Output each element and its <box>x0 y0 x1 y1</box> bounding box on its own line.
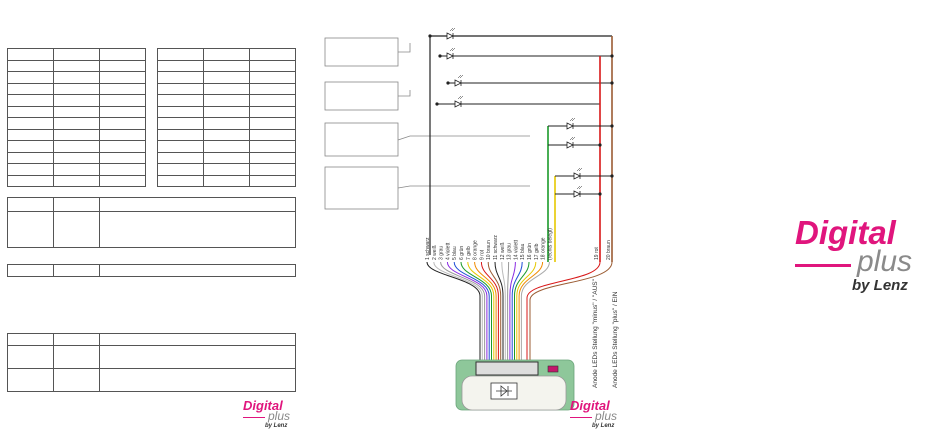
wire-frame <box>428 27 614 262</box>
ribbon-wire <box>511 261 523 362</box>
ribbon-wire-red <box>526 261 601 362</box>
led-icon <box>446 27 456 40</box>
junction-dot <box>446 81 450 85</box>
connection-boxes <box>324 37 530 210</box>
connection-box-1 <box>324 37 399 67</box>
junction-dot <box>435 102 439 106</box>
logo-small-center-by: by Lenz <box>592 423 615 429</box>
wire-label: 16 grün <box>527 243 533 260</box>
ribbon-cable <box>426 261 613 362</box>
logo-small-center-brand: Digital <box>570 398 610 413</box>
logo-large-suffix: plus <box>857 245 913 278</box>
junction-dot <box>598 192 602 196</box>
logo-small-center-suffix: plus <box>595 409 618 423</box>
junction-dot <box>610 81 614 85</box>
wire-label: 12 weiß <box>500 242 506 260</box>
connection-box-4 <box>324 166 399 210</box>
ribbon-wire <box>453 261 490 362</box>
notes-table-c <box>7 333 296 392</box>
junction-dot <box>598 143 602 147</box>
logo-large-by: by Lenz <box>852 277 908 294</box>
wire-label: 2 weiß <box>432 245 438 260</box>
ribbon-wire <box>426 261 481 362</box>
ribbon-wire <box>487 261 502 362</box>
ribbon-wire <box>514 261 530 362</box>
logo-small-left-brand: Digital <box>243 398 283 413</box>
ribbon-wire <box>516 261 537 362</box>
connection-box-3 <box>324 122 399 157</box>
grid-table-top-left <box>7 48 146 187</box>
ribbon-wire <box>509 261 516 362</box>
ribbon-wire <box>501 261 506 362</box>
notes-table-b <box>7 264 296 277</box>
ribbon-wire <box>518 261 544 362</box>
junction-dot <box>428 34 432 38</box>
ribbon-wire <box>480 261 499 362</box>
wire-label-right: 20 braun <box>606 240 612 260</box>
ribbon-wire <box>520 261 550 362</box>
led-icon <box>573 167 583 180</box>
wire-label: 3 grau <box>439 246 445 260</box>
decoder-connector <box>475 361 539 376</box>
wire-label: (rechts belegt) <box>547 228 553 260</box>
ribbon-wire <box>440 261 486 362</box>
note-anode-plus: Anode LEDs Stellung "plus" / EIN <box>612 291 619 388</box>
ribbon-wire <box>446 261 488 362</box>
wire-label: 11 schwarz <box>493 235 499 260</box>
logo-small-left-suffix: plus <box>268 409 291 423</box>
logo-small-left: Digital plus by Lenz <box>243 399 303 431</box>
ribbon-wire <box>474 261 497 362</box>
wire-label: 14 violett <box>513 239 519 260</box>
led-icon <box>566 136 576 149</box>
grid-table-top-right <box>157 48 296 187</box>
led-icon <box>573 185 583 198</box>
wire-label: 10 braun <box>486 240 492 260</box>
notes-table-a <box>7 197 296 248</box>
wire-label: 15 blau <box>520 243 526 260</box>
led-icon <box>454 95 464 108</box>
led-icon <box>454 74 464 87</box>
wire-label: 4 violett <box>445 242 451 260</box>
wire-label: 6 grün <box>459 246 465 260</box>
logo-small-left-by: by Lenz <box>265 423 288 429</box>
led-icon <box>566 117 576 130</box>
wire-label: 13 grau <box>507 243 513 260</box>
ribbon-wire <box>460 261 492 362</box>
note-anode-minus: Anode LEDs Stellung "minus" / "AUS" <box>592 279 599 388</box>
logo-large: Digital plus by Lenz <box>795 215 945 295</box>
logo-small-center: Digital plus by Lenz <box>570 399 630 431</box>
ribbon-wire <box>494 261 504 362</box>
junction-dot <box>610 174 614 178</box>
wire-label: 18 orange <box>541 237 547 260</box>
wire-label: 9 rot <box>479 249 485 260</box>
led-icon <box>446 47 456 60</box>
junction-dot <box>610 54 614 58</box>
decoder-board <box>455 359 575 411</box>
wire-label: 7 gelb <box>466 246 472 260</box>
junction-dot <box>438 54 442 58</box>
ribbon-wire <box>467 261 495 362</box>
wire-label: 17 gelb <box>534 243 540 260</box>
wire-label: 1 schwarz <box>425 237 431 260</box>
ribbon-wire <box>507 261 510 362</box>
connection-box-2 <box>324 81 399 111</box>
wire-label: 8 orange <box>473 240 479 260</box>
ribbon-wire-brown <box>529 261 613 362</box>
logo-large-brand: Digital <box>795 214 896 251</box>
wire-label: 5 blau <box>452 246 458 260</box>
wire-label-right: 19 rot <box>594 247 600 260</box>
junction-dot <box>610 124 614 128</box>
ribbon-wire <box>433 261 483 362</box>
